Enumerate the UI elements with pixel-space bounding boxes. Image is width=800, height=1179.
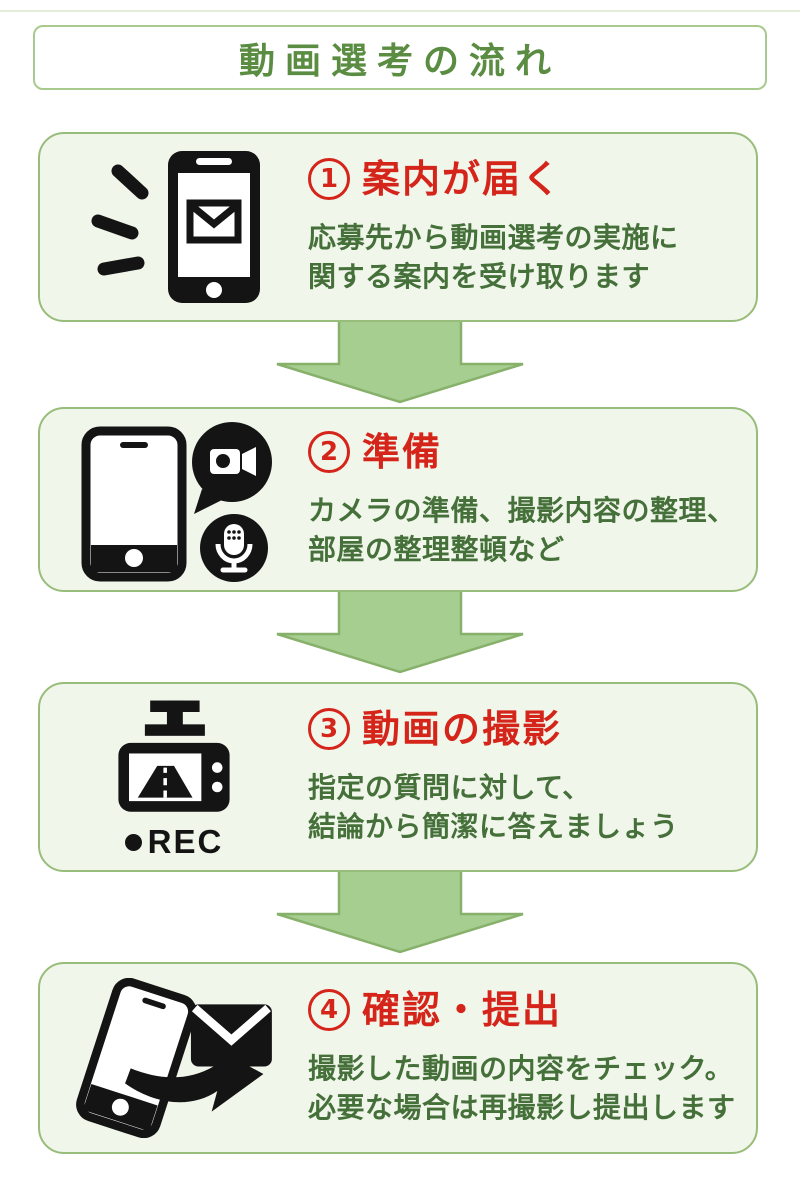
step-2-box: 2 準備 カメラの準備、撮影内容の整理、 部屋の整理整頓など: [38, 407, 758, 592]
step-1-box: 1 案内が届く 応募先から動画選考の実施に 関する案内を受け取ります: [38, 132, 758, 322]
step-4-description: 撮影した動画の内容をチェック。 必要な場合は再撮影し提出します: [308, 1052, 736, 1124]
step-3-number-badge: 3: [308, 708, 350, 750]
step-2-description: カメラの準備、撮影内容の整理、 部屋の整理整頓など: [308, 493, 736, 566]
step-2-number-badge: 2: [308, 430, 350, 473]
step-3-title: 3 動画の撮影: [308, 708, 738, 750]
down-arrow-icon: [276, 590, 524, 674]
recording-camera-icon: [118, 700, 230, 812]
step-2-title: 2 準備: [308, 430, 738, 473]
down-arrow-icon: [276, 320, 524, 404]
step-1-description: 応募先から動画選考の実施に 関する案内を受け取ります: [308, 221, 679, 293]
down-arrow-icon: [276, 870, 524, 954]
rec-label-row: REC: [124, 823, 224, 861]
step-4-number-badge: 4: [308, 989, 350, 1031]
step-1-number-badge: 1: [308, 158, 350, 200]
smartphone-send-mail-icon: [76, 978, 272, 1138]
page-title-box: 動画選考の流れ: [33, 25, 767, 90]
smartphone-video-mic-icon: [81, 421, 272, 582]
rec-label: REC: [147, 823, 224, 860]
step-1-title: 1 案内が届く: [308, 158, 738, 200]
step-3-box: REC 3 動画の撮影 指定の質問に対して、 結論から簡潔に答えましょう: [38, 682, 758, 872]
page-title: 動画選考の流れ: [238, 40, 561, 82]
step-4-box: 4 確認・提出 撮影した動画の内容をチェック。 必要な場合は再撮影し提出します: [38, 962, 758, 1154]
step-4-title: 4 確認・提出: [308, 989, 738, 1031]
rec-dot-icon: [124, 833, 142, 851]
step-3-description: 指定の質問に対して、 結論から簡潔に答えましょう: [308, 771, 679, 843]
smartphone-mail-icon: [91, 151, 260, 303]
top-divider: [0, 10, 800, 12]
